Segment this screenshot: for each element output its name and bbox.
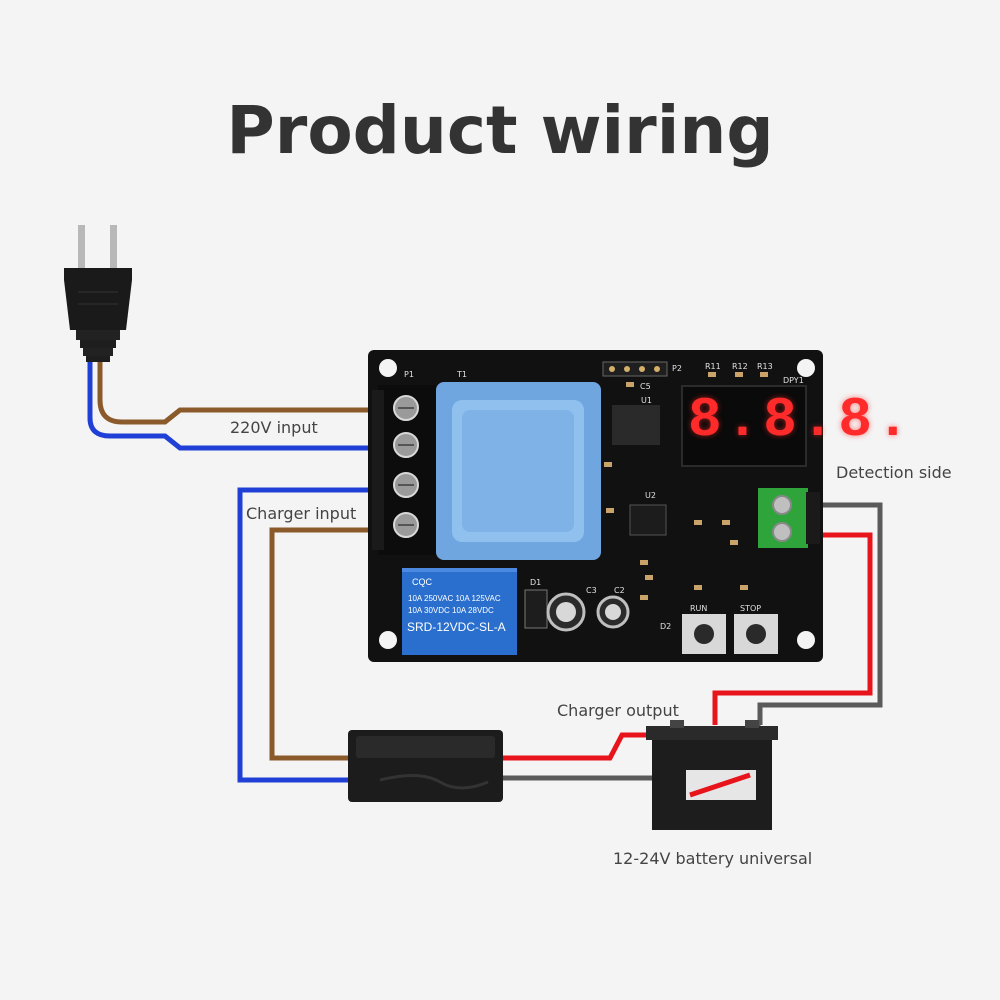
relay-model: SRD-12VDC-SL-A xyxy=(407,620,506,634)
silk-run: RUN xyxy=(690,604,708,613)
terminal-block xyxy=(372,385,436,555)
seven-segment-display xyxy=(681,385,807,467)
pcb-board xyxy=(368,350,823,662)
detection-red-wire xyxy=(712,532,873,725)
silk-c3: C3 xyxy=(586,586,597,595)
label-charger-input: Charger input xyxy=(246,504,357,523)
capacitor-c3 xyxy=(546,592,586,632)
silk-r13: R13 xyxy=(757,362,773,371)
charger-adapter xyxy=(348,730,503,802)
silk-stop: STOP xyxy=(740,604,762,613)
silk-dpy1: DPY1 xyxy=(783,376,804,385)
diode-d1 xyxy=(524,589,548,629)
silk-u1: U1 xyxy=(641,396,652,405)
car-battery xyxy=(646,720,778,830)
silk-u2: U2 xyxy=(645,491,656,500)
ic-u1 xyxy=(612,405,660,445)
charger-input-blue-wire xyxy=(237,487,380,783)
silk-p2: P2 xyxy=(672,364,682,373)
silk-t1: T1 xyxy=(457,370,467,379)
transformer xyxy=(436,382,601,560)
silk-c5: C5 xyxy=(640,382,651,391)
plug-blue-wire xyxy=(87,360,380,451)
silk-d2: D2 xyxy=(660,622,672,631)
relay xyxy=(402,568,517,655)
label-detection-side: Detection side xyxy=(836,463,952,482)
relay-mark: CQC xyxy=(412,577,432,587)
display-digits: 8.8.8. xyxy=(688,388,914,452)
label-charger-output: Charger output xyxy=(557,701,679,720)
silk-r12: R12 xyxy=(732,362,748,371)
label-220v-input: 220V input xyxy=(230,418,318,437)
start-button[interactable] xyxy=(682,614,726,654)
silk-r11: R11 xyxy=(705,362,721,371)
relay-rating-line2: 10A 30VDC 10A 28VDC xyxy=(408,606,494,615)
detection-gray-wire xyxy=(757,502,883,725)
page-title: Product wiring xyxy=(226,92,774,169)
relay-rating-line1: 10A 250VAC 10A 125VAC xyxy=(408,594,501,603)
label-battery: 12-24V battery universal xyxy=(613,849,813,868)
silk-d1: D1 xyxy=(530,578,542,587)
capacitor-c2 xyxy=(596,595,630,629)
charger-input-brown-wire xyxy=(269,527,380,761)
header-p2 xyxy=(602,361,668,377)
silk-c2: C2 xyxy=(614,586,625,595)
power-plug xyxy=(64,225,132,362)
plug-brown-wire xyxy=(97,360,380,425)
stop-button[interactable] xyxy=(734,614,778,654)
silk-p1: P1 xyxy=(404,370,414,379)
regulator-u2 xyxy=(629,504,667,536)
detection-terminal xyxy=(758,488,820,548)
